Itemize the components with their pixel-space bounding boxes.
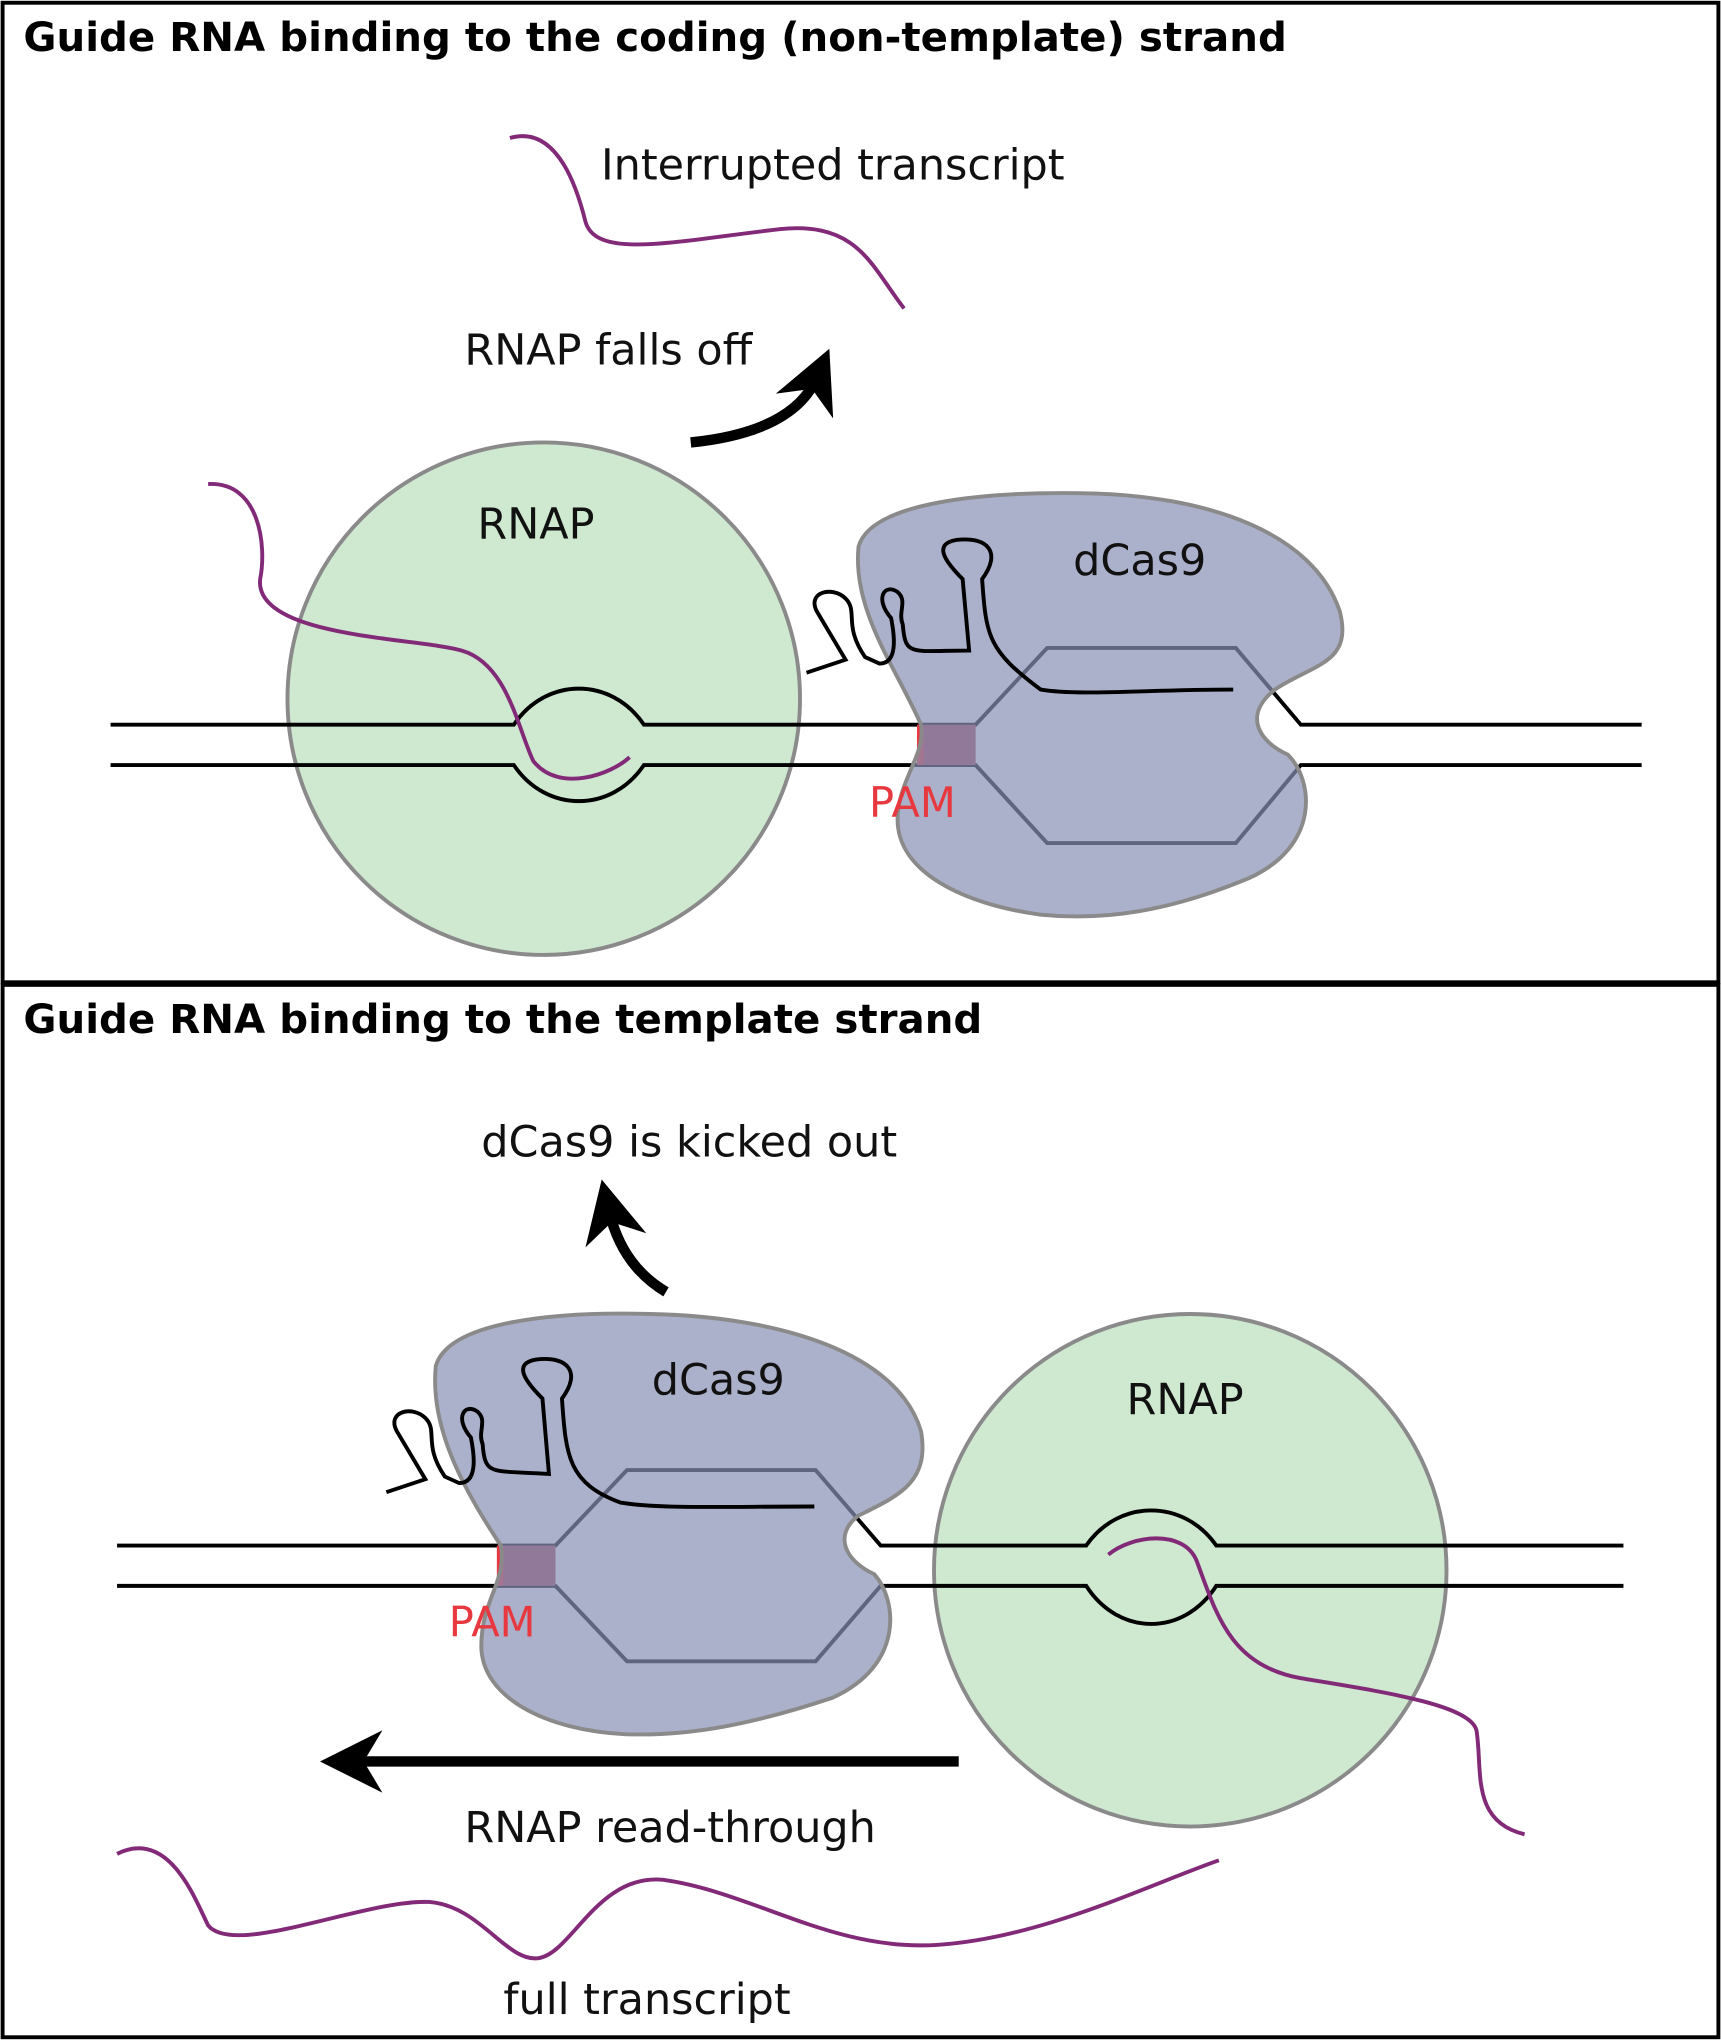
guide-rna (805, 537, 1234, 695)
dna-top-strand (117, 1468, 1624, 1548)
interrupted-transcript (509, 134, 906, 310)
falls-off-arrow (690, 348, 834, 448)
guide-rna (385, 1357, 815, 1509)
bottom-panel: Guide RNA binding to the template strand… (0, 982, 1721, 2040)
nascent-rna (1107, 1536, 1526, 1837)
rnap-label: RNAP (1127, 1375, 1244, 1425)
dcas9-label: dCas9 (652, 1356, 785, 1406)
transcript-label: full transcript (503, 1975, 790, 2025)
nascent-rna (208, 482, 631, 781)
readthrough-label: RNAP read-through (464, 1803, 875, 1853)
rnap (932, 1312, 1449, 1829)
arrow-label: dCas9 is kicked out (481, 1118, 897, 1168)
panel-border (0, 0, 1721, 985)
top-panel: Guide RNA binding to the coding (non-tem… (0, 0, 1721, 985)
arrow-label: RNAP falls off (464, 325, 753, 375)
pam-label: PAM (869, 778, 956, 827)
rnap-label: RNAP (477, 500, 594, 550)
full-transcript (116, 1846, 1220, 1961)
dcas9 (433, 1311, 925, 1737)
kicked-out-arrow (585, 1179, 669, 1297)
panel-title: Guide RNA binding to the template strand (23, 996, 982, 1043)
pam-label: PAM (449, 1598, 536, 1647)
panel-title: Guide RNA binding to the coding (non-tem… (23, 14, 1286, 61)
transcript-label: Interrupted transcript (601, 141, 1065, 191)
dcas9-label: dCas9 (1073, 536, 1206, 586)
dcas9 (855, 491, 1345, 919)
